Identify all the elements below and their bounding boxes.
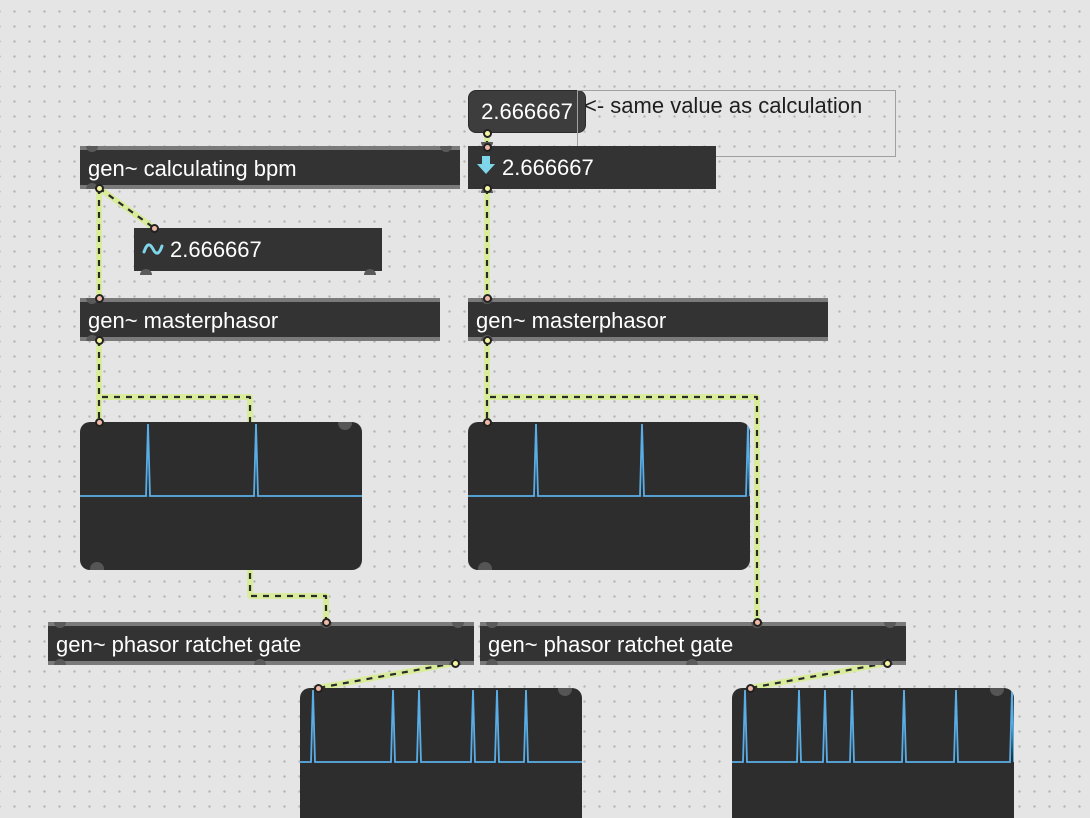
inlet[interactable] [320,622,332,628]
object-label: gen~ phasor ratchet gate [488,631,734,657]
down-arrow-icon [476,155,496,181]
gen-ratchet-gate-right-object[interactable]: gen~ phasor ratchet gate [480,622,906,665]
inlet[interactable] [86,146,98,152]
outlet[interactable] [481,187,493,193]
comment-same-value: <- same value as calculation [577,90,896,157]
scope-ratchet-left-trace [300,689,582,763]
inlet[interactable] [86,298,98,304]
tilde-wave-icon [142,237,164,263]
outlet[interactable] [364,269,376,275]
scope-corner [558,688,572,696]
signal-number-box[interactable]: 2.666667 [134,228,382,275]
inlet[interactable] [452,622,464,628]
object-label: gen~ calculating bpm [88,155,297,181]
scope-ratchet-left[interactable] [300,688,582,818]
signal-number-value: 2.666667 [170,236,262,262]
scope-corner [90,562,104,570]
scope-corner [990,688,1004,696]
scope-left[interactable] [80,422,362,570]
object-label: gen~ masterphasor [476,307,667,333]
gen-ratchet-gate-left-object[interactable]: gen~ phasor ratchet gate [48,622,474,665]
outlet[interactable] [86,335,98,341]
outlet[interactable] [481,335,493,341]
inlet[interactable] [751,622,763,628]
scope-right-trace [468,423,750,497]
float-message-box[interactable]: 2.666667 [468,90,586,133]
cord-ratchet-left-to-scope[interactable] [317,660,456,691]
outlet[interactable] [881,659,893,665]
scope-ratchet-right[interactable] [732,688,1014,818]
scope-corner [338,422,352,430]
comment-text: <- same value as calculation [584,93,863,118]
scope-ratchet-right-trace [732,689,1014,763]
outlet[interactable] [86,183,98,189]
object-label: gen~ phasor ratchet gate [56,631,302,657]
outlet[interactable] [140,269,152,275]
cord-masterphasor-right-to-ratchet[interactable] [484,340,760,622]
inlet[interactable] [486,622,498,628]
outlet[interactable] [54,659,66,665]
inlet[interactable] [884,622,896,628]
sig-number-box[interactable]: 2.666667 [468,142,716,193]
gen-masterphasor-left-object[interactable]: gen~ masterphasor [80,298,440,341]
cord-ratchet-right-to-scope[interactable] [749,660,888,691]
sig-number-value: 2.666667 [502,154,594,180]
outlet[interactable] [486,659,498,665]
outlet[interactable] [254,659,266,665]
inlet[interactable] [481,142,493,148]
gen-masterphasor-right-object[interactable]: gen~ masterphasor [468,298,828,341]
gen-calculating-bpm-object[interactable]: gen~ calculating bpm [80,146,460,189]
scope-corner [478,562,492,570]
object-label: gen~ masterphasor [88,307,279,333]
float-value: 2.666667 [481,98,573,124]
scope-left-trace [80,423,362,497]
outlet[interactable] [449,659,461,665]
outlet[interactable] [686,659,698,665]
cord-calc-to-signal-number[interactable] [97,185,156,231]
inlet[interactable] [54,622,66,628]
inlet[interactable] [440,146,452,152]
scope-right[interactable] [468,422,750,570]
inlet[interactable] [481,298,493,304]
